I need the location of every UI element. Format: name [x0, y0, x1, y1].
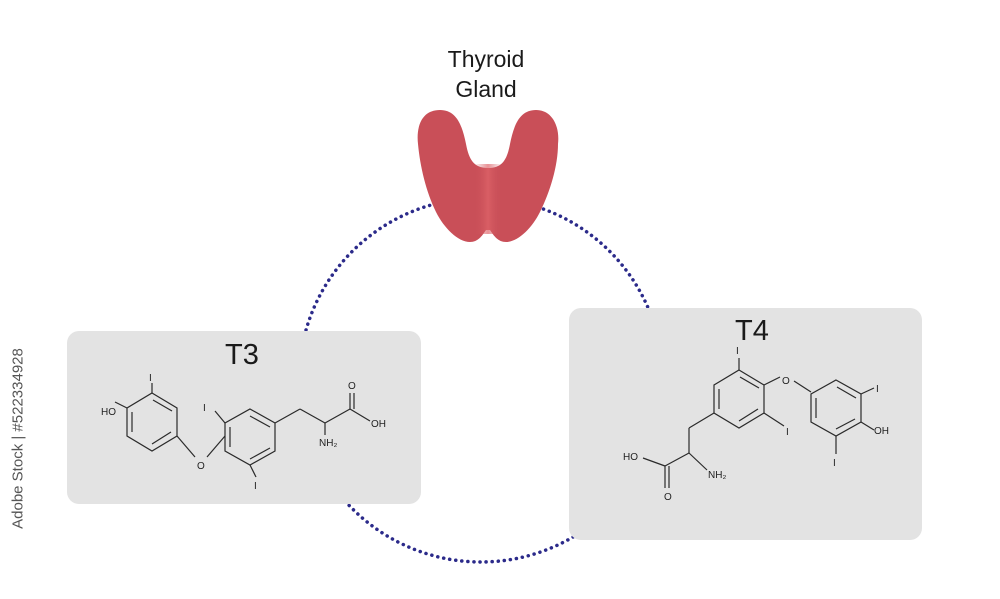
t3-iodine-3: I	[254, 481, 257, 492]
t4-carbonyl-oxygen: O	[664, 492, 672, 503]
t3-hydroxyl-label: OH	[371, 419, 386, 430]
t4-amine-label: NH₂	[708, 470, 726, 481]
t3-iodine-2: I	[203, 403, 206, 414]
gland-title: Thyroid Gland	[406, 44, 566, 104]
t3-amine-label: NH₂	[319, 438, 337, 449]
t3-carbonyl-oxygen: O	[348, 381, 356, 392]
t4-iodine-right-top: I	[876, 384, 879, 395]
t4-panel: T4	[569, 308, 922, 540]
t3-oxygen-ether: O	[197, 461, 205, 472]
t4-oxygen-ether: O	[782, 376, 790, 387]
t4-iodine-bottom: I	[833, 458, 836, 469]
t4-iodine-top: I	[736, 346, 739, 357]
t3-structure: HO I I O I NH₂ O OH	[101, 373, 386, 492]
t4-structure: I O I I OH I HO NH₂ O	[623, 346, 889, 503]
t3-panel: T3	[67, 331, 421, 504]
t3-iodine-1: I	[149, 373, 152, 384]
t3-ho-label: HO	[101, 407, 116, 418]
t4-iodine-mid: I	[786, 427, 789, 438]
t4-hydroxyl-label: OH	[874, 426, 889, 437]
t3-title: T3	[225, 339, 259, 371]
stock-watermark-text: Adobe Stock | #522334928	[9, 348, 27, 529]
gland-title-line2: Gland	[455, 76, 517, 102]
thyroid-gland-icon	[417, 110, 559, 242]
t4-ho-label: HO	[623, 452, 638, 463]
t4-title: T4	[735, 315, 769, 347]
gland-title-line1: Thyroid	[447, 46, 525, 72]
stock-watermark: Adobe Stock | #522334928	[8, 300, 28, 599]
